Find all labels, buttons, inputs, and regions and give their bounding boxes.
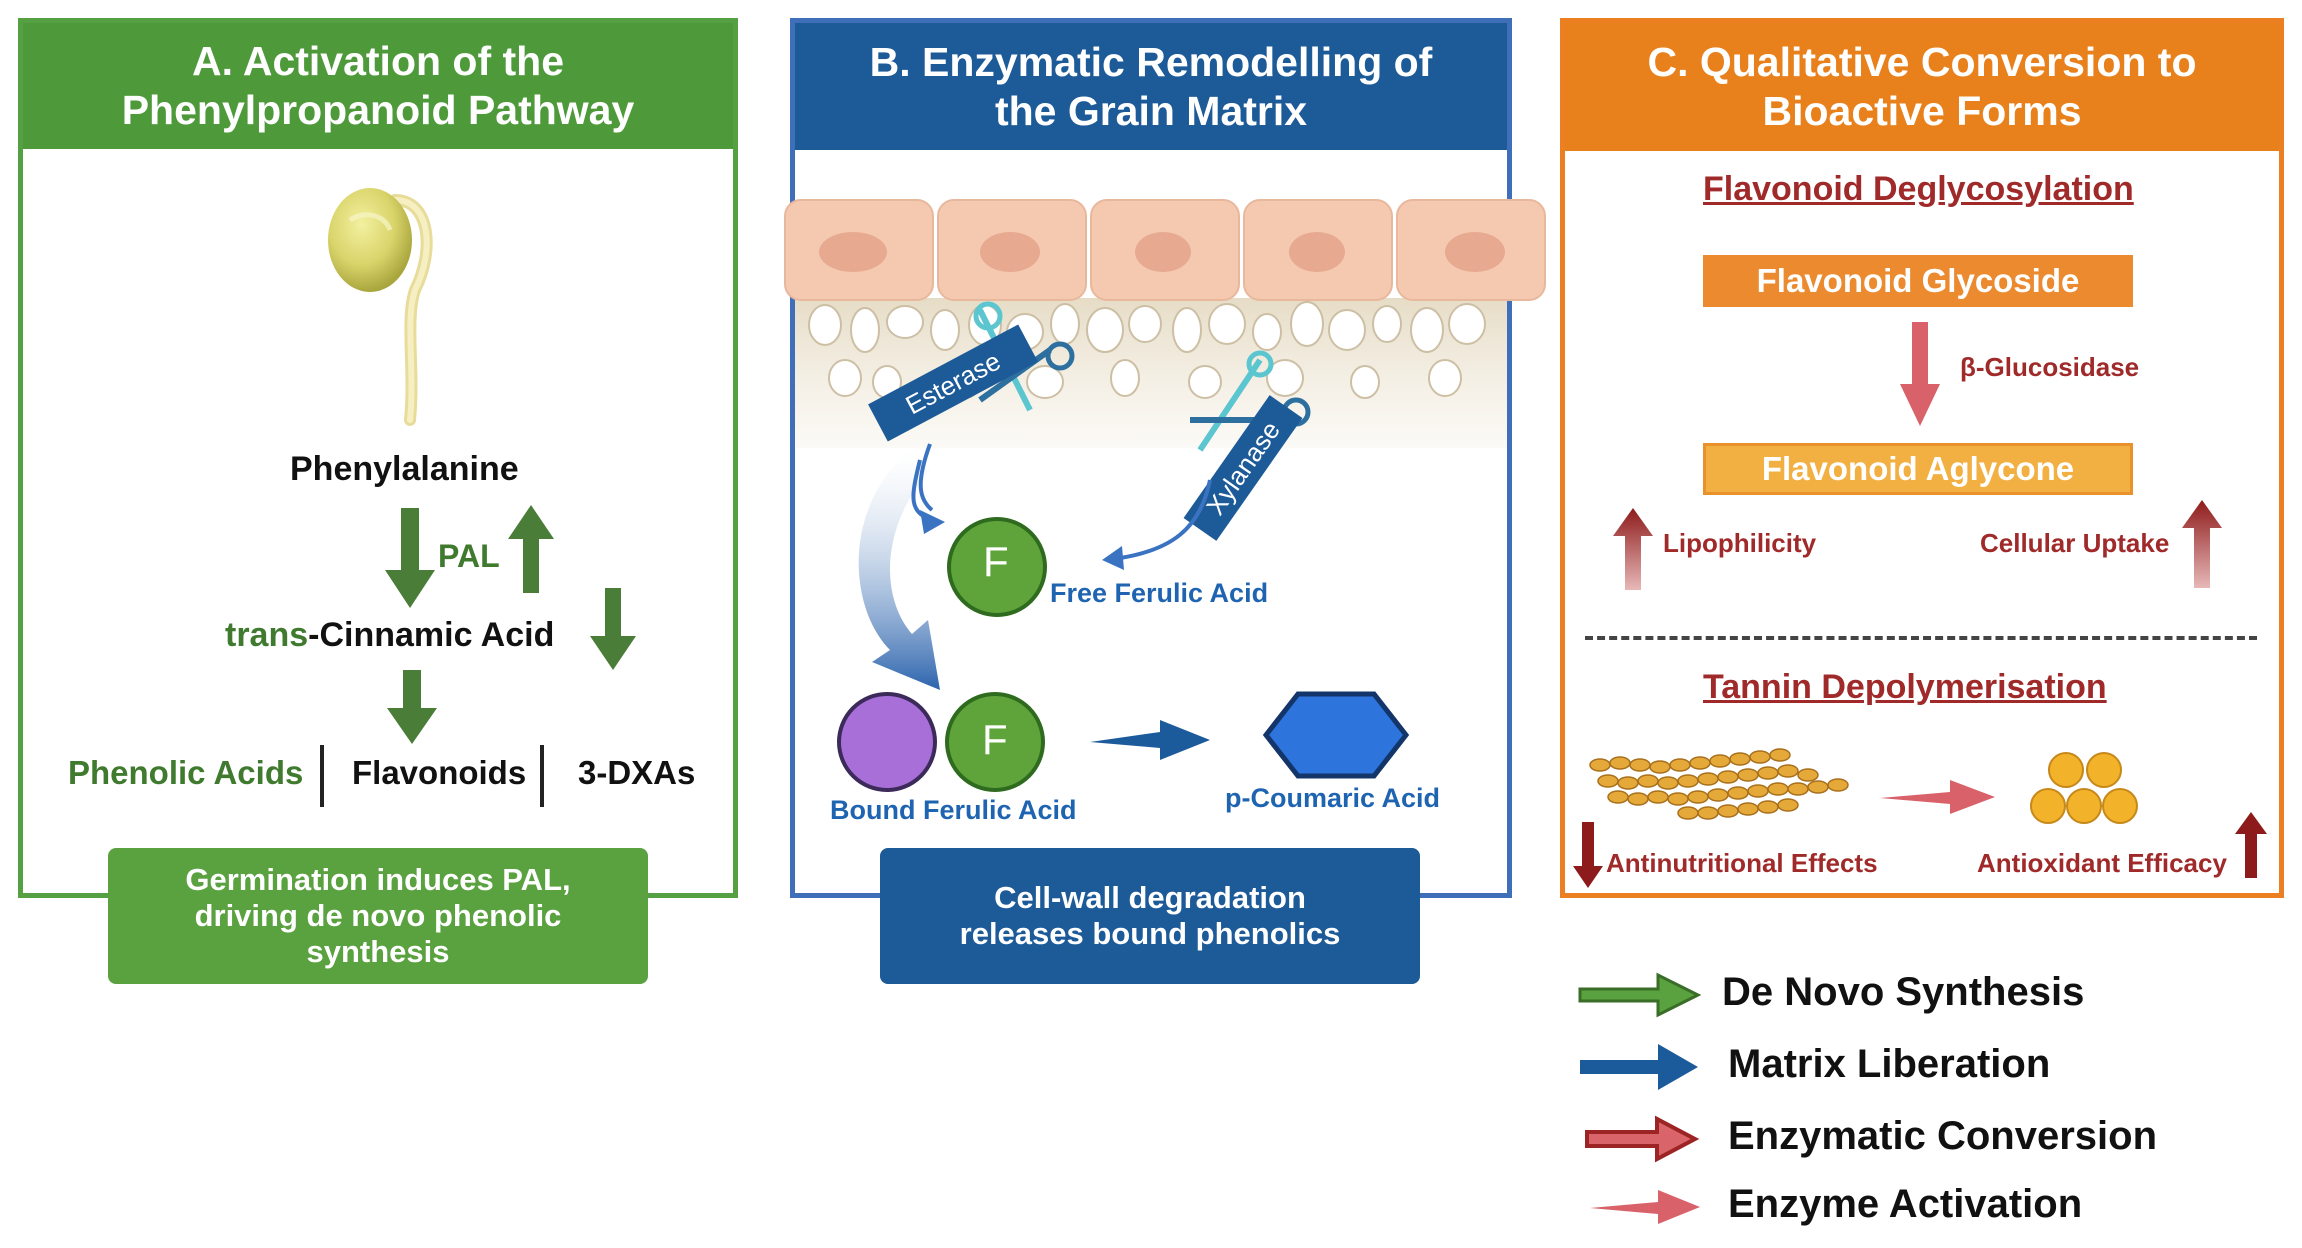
legend-item-activation: Enzyme Activation	[1580, 1178, 2280, 1238]
monomer-spheres-icon	[2030, 752, 2138, 824]
phenylalanine-label: Phenylalanine	[290, 450, 519, 488]
bound-f-letter: F	[982, 716, 1008, 763]
caption-line: driving de novo phenolic	[194, 898, 562, 933]
release-arrows	[858, 443, 1212, 690]
tannin-polymer-icon	[1589, 748, 1849, 820]
divider	[320, 745, 324, 807]
red-up-arrow-icon	[2235, 812, 2267, 878]
bound-ferulic-label: Bound Ferulic Acid	[830, 795, 1077, 825]
legend-label: Enzymatic Conversion	[1728, 1114, 2158, 1158]
lipophilicity-label: Lipophilicity	[1663, 528, 1817, 558]
cinnamic-suffix: -Cinnamic Acid	[308, 616, 555, 654]
panel-b-title-line2: the Grain Matrix	[994, 87, 1308, 134]
coumaric-hexagon-icon	[1262, 691, 1410, 779]
aglycone-box: Flavonoid Aglycone	[1703, 443, 2133, 495]
grain-cell-wall-illustration	[784, 199, 1546, 448]
red-down-arrow-icon	[1573, 822, 1603, 888]
uptake-label: Cellular Uptake	[1980, 528, 2170, 558]
free-ferulic-molecule-icon	[947, 517, 1047, 617]
caption-line: Germination induces PAL,	[185, 862, 571, 897]
red-up-arrow-icon	[1613, 508, 1653, 590]
legend-label: Enzyme Activation	[1728, 1182, 2083, 1226]
aglycone-label: Flavonoid Aglycone	[1761, 450, 2075, 487]
panel-a-title-line1: A. Activation of the	[191, 38, 565, 84]
legend-label: Matrix Liberation	[1728, 1042, 2051, 1086]
caption-line: releases bound phenolics	[959, 916, 1341, 951]
legend-item-matrix: Matrix Liberation	[1580, 1038, 2280, 1098]
panel-b-caption: Cell-wall degradation releases bound phe…	[880, 848, 1420, 984]
antioxidant-label: Antioxidant Efficacy	[1977, 848, 2227, 878]
seedling-icon	[328, 188, 433, 426]
panel-a-title-line2: Phenylpropanoid Pathway	[121, 87, 635, 133]
caption-line: Cell-wall degradation	[994, 880, 1306, 915]
tannin-heading: Tannin Depolymerisation	[1703, 668, 2107, 706]
red-outline-arrow-icon	[1585, 1115, 1700, 1163]
green-down-arrow-icon	[385, 508, 435, 608]
dashed-divider	[1585, 636, 2257, 640]
pal-label: PAL	[438, 538, 500, 574]
red-up-arrow-icon	[2182, 500, 2222, 588]
panel-b-title-line1: B. Enzymatic Remodelling of	[869, 38, 1433, 85]
pink-arrow-icon	[1590, 1190, 1700, 1224]
green-down-arrow-small-icon	[590, 588, 636, 670]
green-arrow-icon	[1578, 972, 1702, 1018]
glucosidase-label: β-Glucosidase	[1960, 352, 2140, 382]
bound-ferulic-molecule-icon	[837, 692, 1045, 792]
divider	[540, 745, 544, 807]
deglycosylation-heading: Flavonoid Deglycosylation	[1703, 170, 2134, 208]
blue-arrow-icon	[1090, 720, 1210, 760]
dxas-label: 3-DXAs	[578, 754, 696, 791]
trans-prefix: trans	[225, 616, 309, 654]
green-up-arrow-icon	[508, 505, 554, 593]
panel-b-header: B. Enzymatic Remodelling of the Grain Ma…	[795, 23, 1507, 150]
blue-arrow-icon	[1580, 1044, 1698, 1090]
free-f-letter: F	[983, 538, 1009, 585]
legend-item-enzymatic: Enzymatic Conversion	[1580, 1110, 2280, 1170]
panel-a: A. Activation of the Phenylpropanoid Pat…	[18, 18, 738, 898]
panel-c-title-line2: Bioactive Forms	[1762, 88, 2082, 134]
panel-c-header: C. Qualitative Conversion to Bioactive F…	[1565, 23, 2279, 151]
cinnamic-acid-label: trans-Cinnamic Acid	[225, 616, 554, 655]
pink-right-arrow-icon	[1880, 780, 1995, 814]
green-down-arrow-icon	[387, 670, 437, 744]
phenolic-acids-label: Phenolic Acids	[68, 754, 304, 791]
glycoside-box: Flavonoid Glycoside	[1703, 255, 2133, 307]
panel-a-header: A. Activation of the Phenylpropanoid Pat…	[23, 23, 733, 149]
legend-item-de-novo: De Novo Synthesis	[1578, 966, 2280, 1026]
antinutritional-label: Antinutritional Effects	[1606, 848, 1878, 878]
glycoside-label: Flavonoid Glycoside	[1756, 262, 2080, 299]
coumaric-label: p-Coumaric Acid	[1225, 783, 1441, 813]
pink-down-arrow-icon	[1900, 322, 1940, 426]
panel-a-caption: Germination induces PAL, driving de novo…	[108, 848, 648, 984]
caption-line: synthesis	[306, 934, 450, 969]
free-ferulic-label: Free Ferulic Acid	[1050, 578, 1269, 608]
flavonoids-label: Flavonoids	[352, 754, 527, 791]
legend-label: De Novo Synthesis	[1722, 970, 2085, 1014]
panel-c-title-line1: C. Qualitative Conversion to	[1647, 39, 2197, 85]
